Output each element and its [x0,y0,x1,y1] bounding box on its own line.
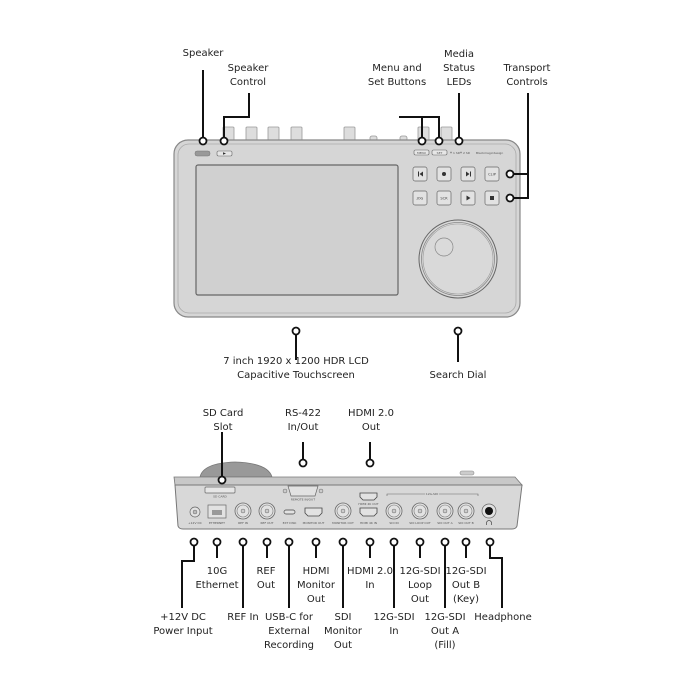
callout-search-dial: Search Dial [429,370,487,381]
callout-power-input: +12V DC Power Input [153,612,213,637]
led-label: 1 SD [453,151,461,155]
sdi-in-bnc-label: SDI IN [389,521,398,525]
led-label: 2 SD [463,151,471,155]
callout-sdi-loop-out: 12G-SDI Loop Out [399,566,441,605]
callout-speaker: Speaker [182,48,224,59]
bnc-ring [340,508,346,514]
scroll-button[interactable] [436,190,452,206]
stop-icon [490,196,494,200]
callout-usb-c: USB-C for External Recording [263,612,315,651]
callout-sd-card-slot: SD Card Slot [202,408,244,433]
top-connector [267,126,280,142]
callout-rs422: RS-422 In/Out [285,408,321,433]
callout-headphone: Headphone [474,612,532,623]
bnc-ring [463,508,469,514]
callout-sdi-in: 12G-SDI In [373,612,415,637]
power-label: +12V DC [188,521,202,525]
rear-device: SD CARD REMOTE IN/OUT +12V DC ETHERNET E… [173,461,523,530]
speaker-grille [194,150,211,157]
sdi-out-a-bnc-label: SDI OUT A [437,521,453,525]
callout-ref-in: REF In [227,612,259,623]
media-status-led [450,151,452,154]
top-device: MENU SET 1 SD 2 SD Blackmagicdesign CLIP [173,126,521,318]
usbc-label: EXT DISK [283,521,298,525]
top-connector [343,126,356,142]
scroll-button-label: SCR [440,196,448,200]
clip-button[interactable] [484,166,500,182]
menu-button[interactable] [413,149,430,156]
set-button-label: SET [437,151,443,155]
search-dial[interactable] [418,219,498,299]
top-connector [290,126,303,142]
hdmi-monitor-port[interactable] [304,507,323,517]
ref-in-bnc-label: REF IN [238,521,248,525]
bnc-ring [413,504,427,518]
set-button[interactable] [431,149,448,156]
sd-card-slot[interactable] [204,486,236,494]
callout-ref-out: REF Out [256,566,276,591]
play-icon [466,195,471,201]
bnc-ring [459,504,473,518]
sdi-monitor-bnc-label: MONITOR OUT [332,521,354,525]
callout-sdi-monitor-out: SDI Monitor Out [323,612,363,651]
jog-button-label: JOG [416,196,424,200]
callout-touchscreen: 7 inch 1920 x 1200 HDR LCD Capacitive To… [223,356,369,381]
hdmi-in-port[interactable] [359,507,378,517]
brand-logo: Blackmagicdesign [476,151,503,155]
headphone-icon [486,520,492,525]
top-callout-dots [198,136,515,336]
callout-sdi-out-b: 12G-SDI Out B (Key) [445,566,487,605]
clip-button-label: CLIP [488,172,497,176]
hdmi-in-label: HDMI 4K IN [360,521,377,525]
callout-speaker-control: Speaker Control [227,63,269,88]
callout-hdmi-in: HDMI 2.0 In [347,566,393,591]
sdi-out-b-bnc-label: SDI OUT B [458,521,473,525]
callout-media-status-leds: Media Status LEDs [443,49,475,88]
sd-card-label: SD CARD [213,495,227,499]
callout-hdmi-out: HDMI 2.0 Out [348,408,394,433]
callout-sdi-out-a: 12G-SDI Out A (Fill) [424,612,466,651]
bnc-ring [240,508,246,514]
record-icon [442,172,446,176]
bnc-ring [387,504,401,518]
touchscreen[interactable] [195,164,399,296]
bnc-ring [260,504,274,518]
dial-finger-grip [434,237,454,257]
bnc-ring [442,508,448,514]
skip-forward-icon [466,171,471,177]
sdi-group-label: 12G-SDI [426,492,438,496]
bnc-ring [336,504,350,518]
usb-c-port[interactable] [283,509,296,515]
menu-button-label: MENU [417,151,426,155]
bnc-ring [417,508,423,514]
hdmi-monitor-label: MONITOR OUT [303,521,325,525]
skip-back-icon [418,171,423,177]
ethernet-label: ETHERNET [209,521,225,525]
media-status-led [460,151,462,154]
rear-callout-dots [189,458,495,547]
callout-hdmi-monitor-out: HDMI Monitor Out [296,566,336,605]
top-connector [245,126,258,142]
rear-callout-lines [181,432,503,608]
bnc-ring [264,508,270,514]
bnc-ring [236,504,250,518]
callout-menu-set-buttons: Menu and Set Buttons [367,63,427,88]
sdi-loop-out-bnc-label: SDI LOOP OUT [409,521,431,525]
callout-ethernet: 10G Ethernet [195,566,239,591]
hdmi-out-port[interactable] [359,492,378,501]
speaker-icon [223,152,226,155]
hdmi-out-label: HDMI 4K OUT [358,502,378,506]
dial-bump [199,461,273,478]
top-callout-lines [202,70,529,362]
ref-out-bnc-label: REF OUT [260,521,273,525]
bnc-ring [438,504,452,518]
rs422-label: REMOTE IN/OUT [291,498,315,502]
callout-transport-controls: Transport Controls [503,63,551,88]
bnc-ring [391,508,397,514]
jog-button[interactable] [412,190,428,206]
rs422-port[interactable] [287,485,319,497]
